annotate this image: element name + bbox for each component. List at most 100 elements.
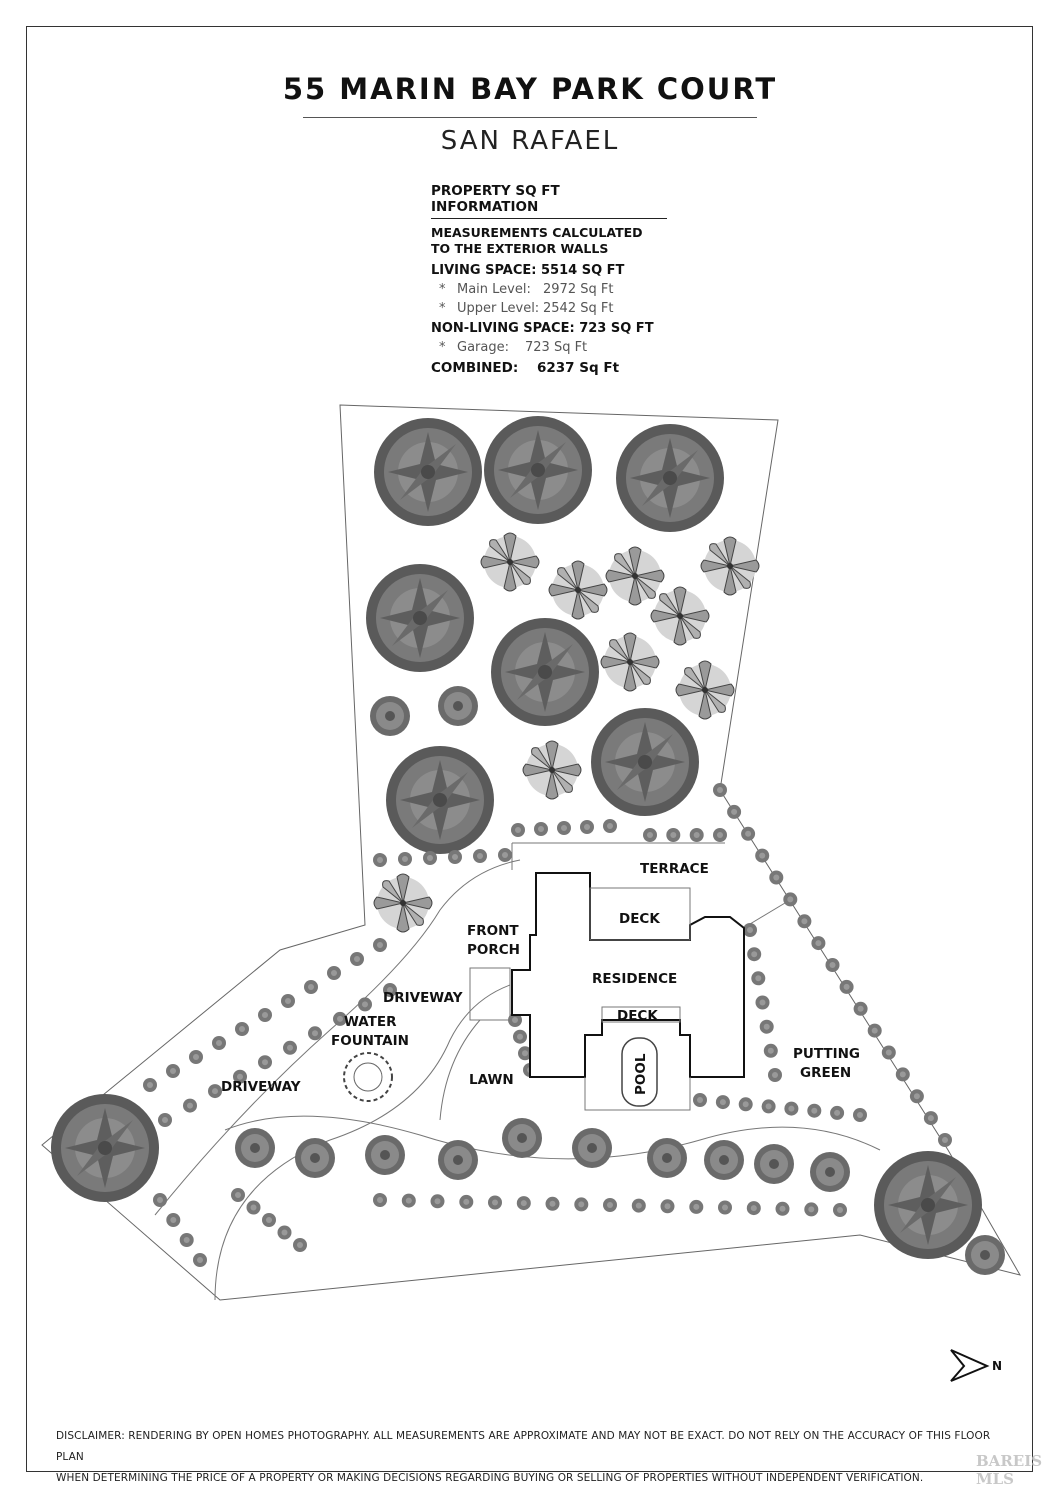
- bush-icon: [398, 852, 412, 866]
- pool-outline: [621, 1037, 658, 1107]
- sqft-heading: PROPERTY SQ FT INFORMATION: [431, 183, 667, 219]
- shrub-icon: [438, 686, 478, 726]
- page-frame: [26, 26, 1033, 1472]
- bush-icon: [166, 1213, 181, 1227]
- combined-value: 6237 Sq Ft: [537, 360, 620, 376]
- tree-icon: [51, 1094, 159, 1202]
- bush-icon: [689, 828, 704, 842]
- bush-icon: [909, 1089, 924, 1104]
- label-driveway-upper: DRIVEWAY: [383, 990, 463, 1006]
- bush-icon: [189, 1050, 203, 1064]
- tree-icon: [386, 746, 494, 854]
- bush-icon: [258, 1055, 272, 1070]
- bush-icon: [768, 1068, 782, 1082]
- bush-icon: [534, 822, 548, 836]
- shrub-icon: [572, 1128, 612, 1168]
- bush-icon: [179, 1233, 194, 1247]
- property-boundary: [41, 404, 1022, 1301]
- label-front: FRONT: [467, 923, 519, 939]
- tree-icon: [374, 418, 482, 526]
- tree-icon: [491, 618, 599, 726]
- leaf-plant-icon: [700, 536, 760, 596]
- bush-icon: [689, 1199, 704, 1214]
- shrub-icon: [365, 1135, 405, 1175]
- non-living-space: NON-LIVING SPACE: 723 SQ FT: [431, 321, 654, 336]
- bush-icon: [755, 995, 770, 1010]
- leaf-plant-icon: [650, 586, 710, 646]
- shrub-icon: [965, 1235, 1005, 1275]
- bush-icon: [516, 1196, 531, 1211]
- bush-icon: [373, 938, 387, 952]
- tree-icon: [616, 424, 724, 532]
- shrub-icon: [295, 1138, 335, 1178]
- bush-icon: [158, 1113, 172, 1127]
- label-deck-upper: DECK: [619, 911, 660, 927]
- bush-icon: [327, 966, 341, 980]
- bush-icon: [183, 1098, 197, 1113]
- label-fountain: FOUNTAIN: [331, 1033, 409, 1049]
- bush-icon: [574, 1197, 589, 1212]
- bush-icon: [545, 1196, 560, 1211]
- living-space: LIVING SPACE: 5514 SQ FT: [431, 263, 625, 278]
- bush-icon: [867, 1023, 882, 1038]
- pool-terrace: [584, 1077, 691, 1111]
- leaf-plant-icon: [675, 660, 735, 720]
- disclaimer-line-1: DISCLAIMER: RENDERING BY OPEN HOMES PHOT…: [56, 1430, 991, 1463]
- bullet: *: [439, 301, 446, 316]
- shrub-icon: [502, 1118, 542, 1158]
- bush-icon: [166, 1064, 180, 1078]
- north-arrow-icon: N: [950, 1349, 1002, 1382]
- bush-icon: [277, 1225, 292, 1240]
- bush-icon: [743, 923, 757, 937]
- bush-icon: [755, 848, 770, 863]
- bush-icon: [235, 1022, 249, 1036]
- measure-note-1: MEASUREMENTS CALCULATED: [431, 225, 643, 240]
- bush-icon: [713, 783, 727, 797]
- leaf-plant-icon: [605, 546, 665, 606]
- bush-icon: [881, 1045, 896, 1060]
- garage-row: *Garage:723 Sq Ft: [431, 340, 731, 355]
- label-porch: PORCH: [467, 942, 520, 958]
- disclaimer: DISCLAIMER: RENDERING BY OPEN HOMES PHOT…: [56, 1426, 1016, 1489]
- tree-icon: [874, 1151, 982, 1259]
- bush-icon: [746, 1201, 761, 1216]
- leaf-plant-icon: [522, 740, 582, 800]
- north-letter: N: [992, 1359, 1002, 1373]
- bush-icon: [281, 994, 295, 1008]
- bush-icon: [423, 851, 437, 865]
- bush-icon: [603, 819, 617, 833]
- upper-level-row: *Upper Level:2542 Sq Ft: [431, 301, 731, 316]
- bush-icon: [923, 1111, 938, 1126]
- bush-icon: [715, 1095, 730, 1110]
- disclaimer-line-2: WHEN DETERMINING THE PRICE OF A PROPERTY…: [56, 1472, 924, 1484]
- bush-icon: [693, 1093, 707, 1107]
- bush-icon: [153, 1193, 167, 1207]
- leaf-plant-icon: [373, 873, 433, 933]
- bush-icon: [718, 1200, 732, 1215]
- bush-icon: [498, 848, 512, 862]
- bush-icon: [262, 1213, 276, 1227]
- shrub-icon: [438, 1140, 478, 1180]
- label-driveway-lower: DRIVEWAY: [221, 1079, 301, 1095]
- upper-level-value: 2542 Sq Ft: [543, 301, 614, 316]
- bush-icon: [741, 826, 756, 841]
- leaf-plant-icon: [600, 632, 660, 692]
- bush-icon: [727, 804, 742, 819]
- label-deck-lower: DECK: [617, 1008, 658, 1024]
- bush-icon: [304, 980, 318, 994]
- label-water: WATER: [344, 1014, 397, 1030]
- water-fountain-icon: [343, 1052, 393, 1102]
- combined-row: COMBINED:6237 Sq Ft: [431, 360, 731, 376]
- bullet: *: [439, 282, 446, 297]
- deck-lower: [601, 1006, 681, 1023]
- label-putting: PUTTING: [793, 1046, 860, 1062]
- main-level-row: *Main Level:2972 Sq Ft: [431, 282, 731, 297]
- bush-icon: [308, 1026, 322, 1041]
- bush-icon: [763, 1043, 778, 1058]
- tree-icon: [591, 708, 699, 816]
- bush-icon: [783, 892, 798, 907]
- bush-icon: [853, 1108, 867, 1122]
- shrub-icon: [235, 1128, 275, 1168]
- bush-icon: [643, 828, 657, 842]
- bush-icon: [212, 1036, 226, 1050]
